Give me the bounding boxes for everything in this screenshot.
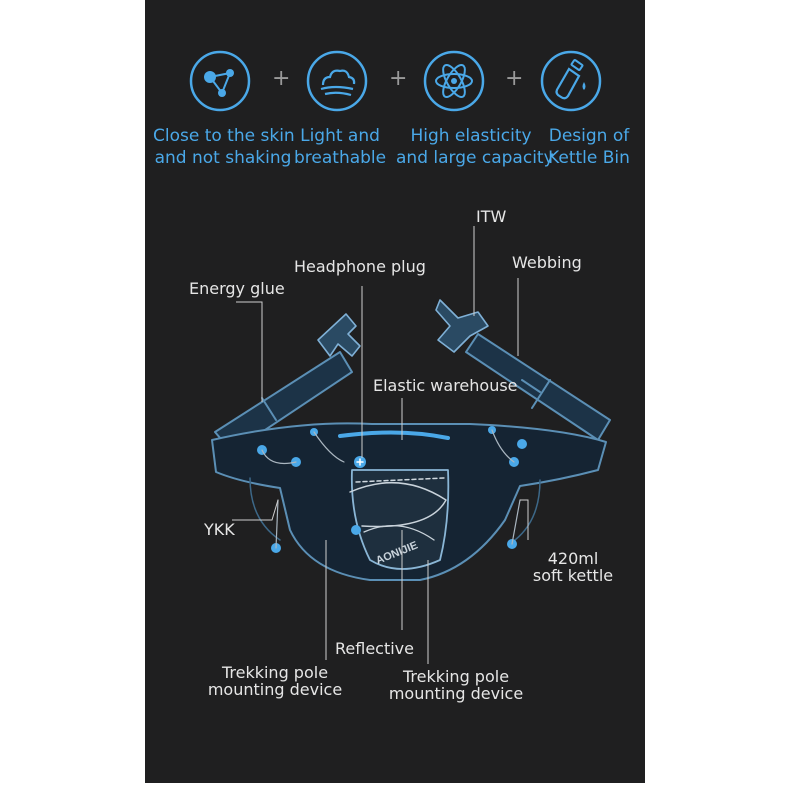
label-reflective: Reflective [335, 639, 414, 658]
left-buckle [317, 313, 361, 357]
energy-glue-leader [236, 301, 263, 402]
kettle-leader [520, 499, 529, 540]
plus-sign: + [272, 66, 291, 91]
label-soft-kettle: 420ml soft kettle [532, 549, 614, 585]
label-trekking-pole-right: Trekking pole mounting device [388, 667, 524, 703]
label-headphone-plug: Headphone plug [294, 257, 426, 276]
kettle-pocket [350, 469, 450, 570]
bottle-icon [540, 50, 602, 112]
feature-1-text: Close to the skin and not shaking [153, 126, 295, 168]
molecule-icon [189, 50, 251, 112]
wind-cloud-icon [306, 50, 368, 112]
zipper [338, 430, 450, 440]
atom-icon [423, 50, 485, 112]
plus-sign: + [389, 66, 408, 91]
feature-4-text: Design of Kettle Bin [548, 126, 630, 168]
label-webbing: Webbing [512, 253, 582, 272]
label-itw: ITW [476, 207, 507, 226]
ykk-leader [232, 499, 279, 521]
plus-sign: + [505, 66, 524, 91]
feature-3-text: High elasticity and large capacity [396, 126, 554, 168]
label-ykk: YKK [204, 520, 235, 539]
label-elastic-warehouse: Elastic warehouse [373, 376, 518, 395]
right-buckle [435, 299, 489, 353]
label-trekking-pole-left: Trekking pole mounting device [207, 663, 343, 699]
label-energy-glue: Energy glue [189, 279, 285, 298]
feature-2-text: Light and breathable [294, 126, 387, 168]
